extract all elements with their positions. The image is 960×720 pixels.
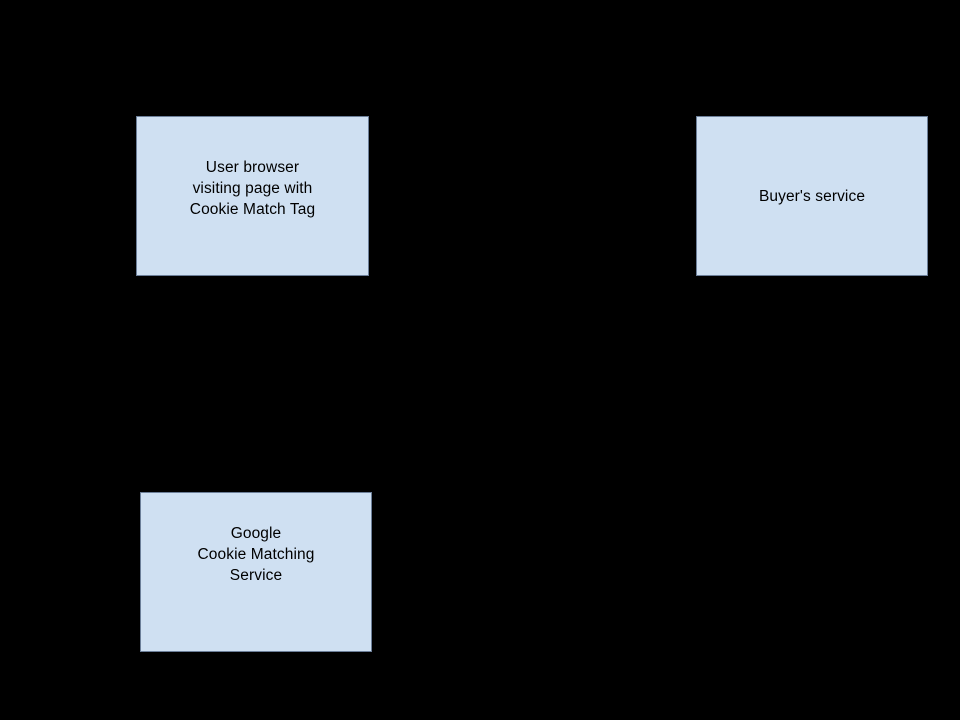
edge-buyer-to-google — [371, 572, 812, 573]
edge-browser-to-buyer — [369, 195, 696, 196]
node-google-cookie-matching-label: Google Cookie Matching Service — [197, 525, 315, 584]
node-buyers-service[interactable]: Buyer's service — [696, 116, 928, 276]
edge-buyer-service-down — [811, 276, 812, 572]
node-user-browser-label: User browser visiting page with Cookie M… — [189, 159, 316, 218]
node-buyers-service-label: Buyer's service — [758, 187, 866, 205]
node-user-browser[interactable]: User browser visiting page with Cookie M… — [136, 116, 369, 276]
edge-browser-to-google — [252, 276, 253, 492]
node-google-cookie-matching[interactable]: Google Cookie Matching Service — [140, 492, 372, 652]
